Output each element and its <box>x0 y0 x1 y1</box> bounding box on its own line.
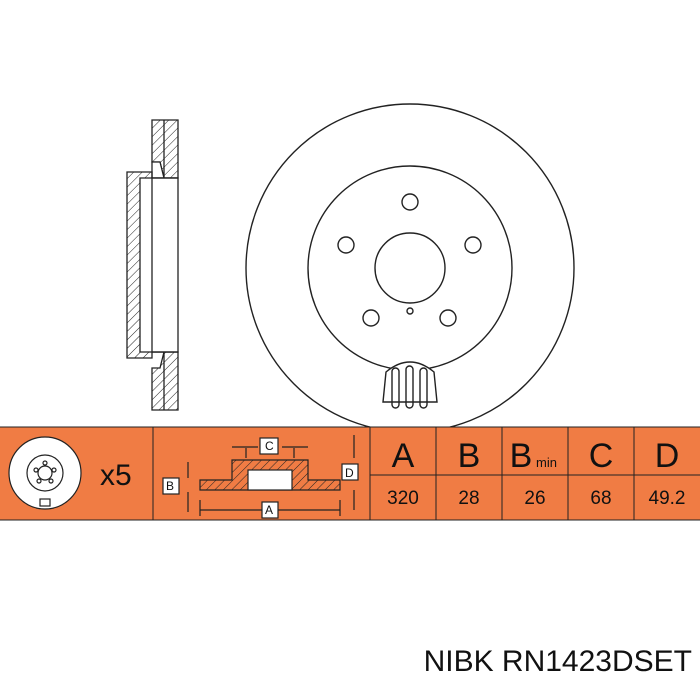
header-bmin-sub: min <box>536 455 557 470</box>
profile-label-a: A <box>265 503 273 517</box>
brake-disc-front-view <box>245 103 575 433</box>
value-d: 49.2 <box>649 488 686 509</box>
profile-label-d: D <box>345 466 354 480</box>
dimension-table: A B B min C D 320 28 26 68 49.2 <box>387 437 685 509</box>
value-b: 28 <box>458 488 479 509</box>
profile-label-c: C <box>265 439 274 453</box>
header-c: C <box>589 437 614 475</box>
quantity-label: x5 <box>100 459 132 492</box>
profile-label-b: B <box>166 479 174 493</box>
header-a: A <box>392 437 415 475</box>
part-caption: NIBK RN1423DSET <box>423 645 692 678</box>
header-b: B <box>458 437 481 475</box>
header-d: D <box>655 437 680 475</box>
disc-section-icon <box>126 119 179 411</box>
brake-disc-icon <box>8 436 82 510</box>
value-c: 68 <box>590 488 611 509</box>
value-bmin: 26 <box>524 488 545 509</box>
value-a: 320 <box>387 488 419 509</box>
disc-profile-icon <box>162 435 359 519</box>
header-bmin: B <box>510 437 533 475</box>
